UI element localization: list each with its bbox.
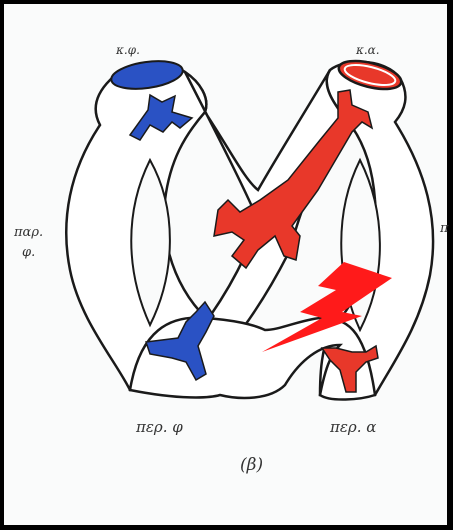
- label-top-right: κ.α.: [355, 43, 380, 57]
- label-top-left: κ.φ.: [115, 43, 140, 57]
- label-right-partial: π: [439, 221, 449, 236]
- label-left-line2: φ.: [22, 245, 35, 260]
- label-bottom-left: περ. φ: [135, 418, 183, 436]
- label-left-line1: παρ.: [13, 225, 43, 240]
- label-bottom-right: περ. α: [329, 418, 376, 436]
- figure-caption: (β): [240, 455, 263, 475]
